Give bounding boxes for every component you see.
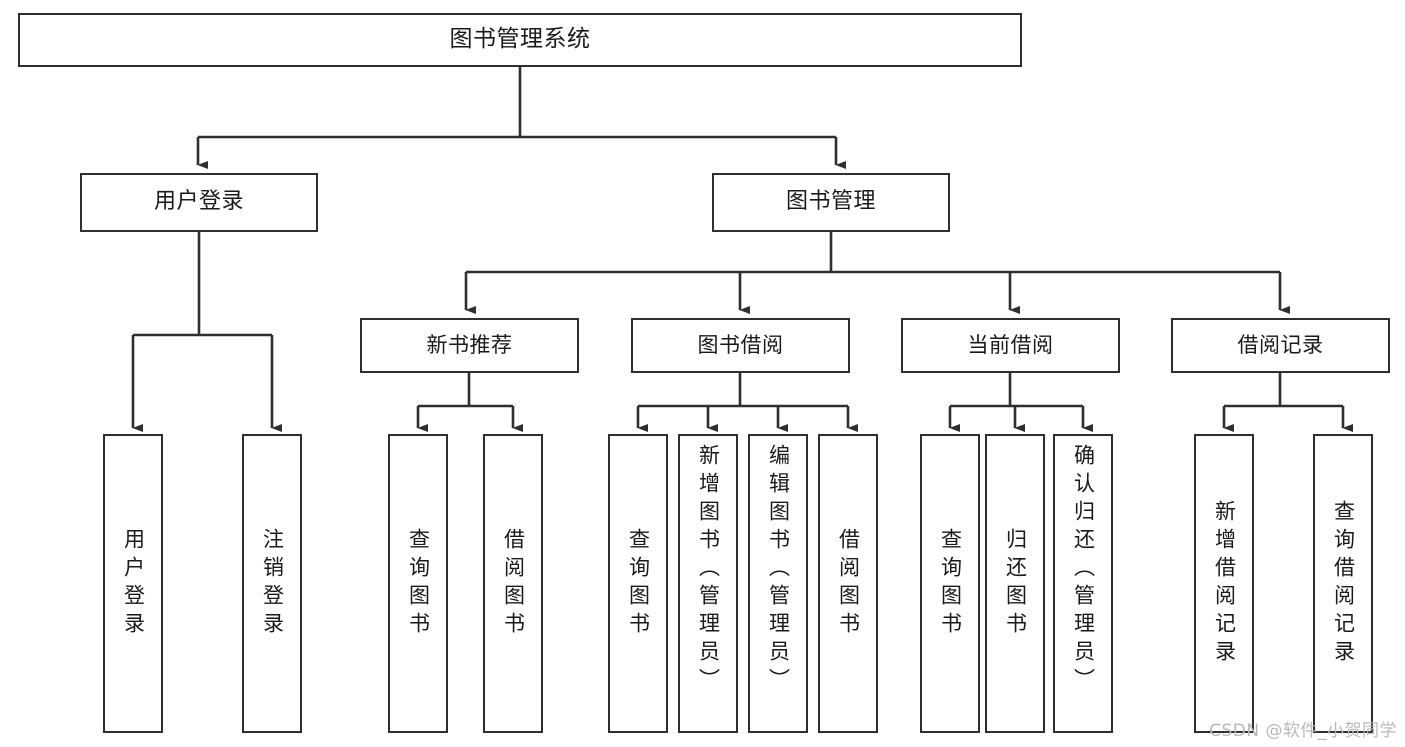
- node-leaf-return-book-label: 归还图书: [1003, 527, 1028, 640]
- leaf-content: 编辑图书（管理员）: [750, 436, 806, 739]
- leaf-content: 查询图书: [922, 436, 978, 731]
- node-current-borrow[interactable]: 当前借阅: [901, 318, 1120, 373]
- node-new-book-rec[interactable]: 新书推荐: [360, 318, 579, 373]
- node-leaf-query-record[interactable]: 查询借阅记录: [1313, 434, 1373, 733]
- node-leaf-user-login[interactable]: 用户登录: [103, 434, 163, 733]
- leaf-content: 用户登录: [105, 436, 161, 731]
- node-leaf-add-record[interactable]: 新增借阅记录: [1194, 434, 1254, 733]
- node-book-manage-label: 图书管理: [785, 189, 876, 215]
- node-leaf-edit-book[interactable]: 编辑图书（管理员）: [748, 434, 808, 733]
- node-current-borrow-label: 当前借阅: [967, 332, 1054, 357]
- watermark-text: CSDN @软件_小贺同学: [1209, 721, 1397, 741]
- node-leaf-logout[interactable]: 注销登录: [242, 434, 302, 733]
- node-new-book-rec-label: 新书推荐: [426, 332, 513, 357]
- leaf-content: 借阅图书: [485, 436, 541, 731]
- node-leaf-user-login-label: 用户登录: [121, 527, 146, 640]
- node-borrow-record-label: 借阅记录: [1237, 332, 1324, 357]
- node-leaf-query-book-3-label: 查询图书: [938, 527, 963, 640]
- node-leaf-borrow-book-1-label: 借阅图书: [501, 527, 526, 640]
- node-root[interactable]: 图书管理系统: [18, 13, 1022, 67]
- node-root-label: 图书管理系统: [449, 26, 591, 53]
- leaf-content: 查询图书: [390, 436, 446, 731]
- node-book-borrow[interactable]: 图书借阅: [631, 318, 850, 373]
- node-leaf-query-book-2-label: 查询图书: [626, 527, 651, 640]
- node-leaf-add-book[interactable]: 新增图书（管理员）: [678, 434, 738, 733]
- leaf-content: 确认归还（管理员）: [1055, 436, 1111, 739]
- leaf-content: 归还图书: [987, 436, 1043, 731]
- node-book-borrow-label: 图书借阅: [697, 332, 784, 357]
- leaf-content: 借阅图书: [820, 436, 876, 731]
- node-leaf-query-book-2[interactable]: 查询图书: [608, 434, 668, 733]
- node-leaf-query-book-1[interactable]: 查询图书: [388, 434, 448, 733]
- node-leaf-query-record-label: 查询借阅记录: [1331, 499, 1356, 668]
- node-borrow-record[interactable]: 借阅记录: [1171, 318, 1390, 373]
- node-leaf-confirm-return[interactable]: 确认归还（管理员）: [1053, 434, 1113, 733]
- node-leaf-add-book-label: 新增图书（管理员）: [696, 444, 721, 696]
- node-leaf-borrow-book-1[interactable]: 借阅图书: [483, 434, 543, 733]
- node-leaf-borrow-book-2[interactable]: 借阅图书: [818, 434, 878, 733]
- leaf-content: 查询借阅记录: [1315, 436, 1371, 731]
- node-leaf-logout-label: 注销登录: [260, 527, 285, 640]
- node-leaf-edit-book-label: 编辑图书（管理员）: [766, 444, 791, 696]
- leaf-content: 新增借阅记录: [1196, 436, 1252, 731]
- leaf-content: 注销登录: [244, 436, 300, 731]
- node-leaf-borrow-book-2-label: 借阅图书: [836, 527, 861, 640]
- node-user-login-label: 用户登录: [153, 189, 244, 215]
- leaf-content: 新增图书（管理员）: [680, 436, 736, 739]
- node-leaf-query-book-3[interactable]: 查询图书: [920, 434, 980, 733]
- node-leaf-query-book-1-label: 查询图书: [406, 527, 431, 640]
- node-leaf-confirm-return-label: 确认归还（管理员）: [1071, 444, 1096, 696]
- leaf-content: 查询图书: [610, 436, 666, 731]
- node-leaf-add-record-label: 新增借阅记录: [1212, 499, 1237, 668]
- node-user-login[interactable]: 用户登录: [80, 173, 318, 232]
- node-book-manage[interactable]: 图书管理: [712, 173, 950, 232]
- node-leaf-return-book[interactable]: 归还图书: [985, 434, 1045, 733]
